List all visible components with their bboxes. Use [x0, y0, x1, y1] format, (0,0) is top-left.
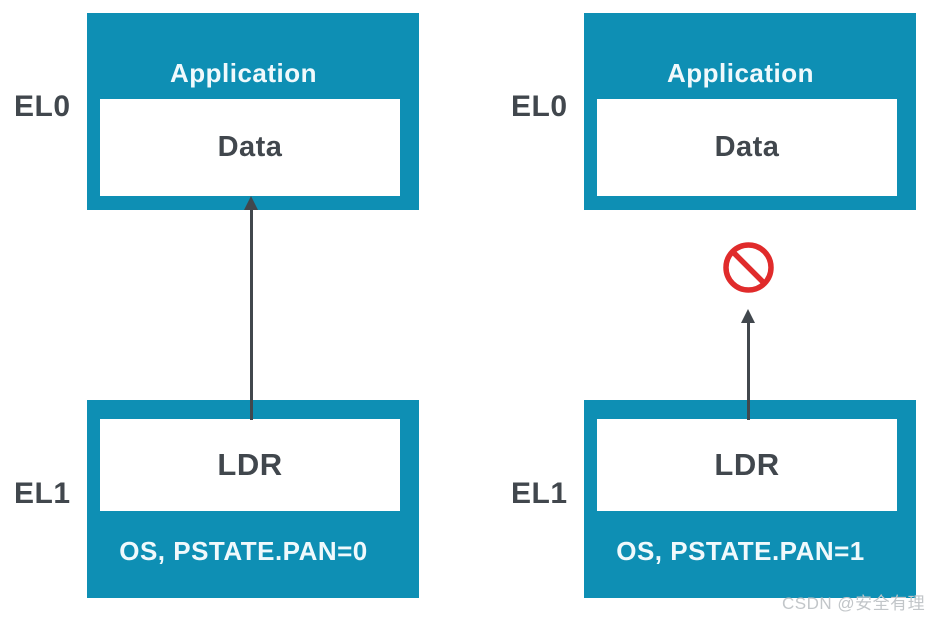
application-box: Application Data — [584, 13, 916, 210]
ldr-box: LDR — [597, 419, 897, 511]
data-box-label: Data — [714, 131, 780, 163]
application-box: Application Data — [87, 13, 419, 210]
data-box: Data — [597, 99, 897, 196]
os-pstate-label: OS, PSTATE.PAN=1 — [616, 536, 865, 566]
el1-label: EL1 — [511, 477, 568, 510]
panel-pan0: EL0 EL1 Application Data LDR OS, PSTATE.… — [0, 0, 437, 618]
os-box: LDR OS, PSTATE.PAN=0 — [87, 400, 419, 598]
os-box: LDR OS, PSTATE.PAN=1 — [584, 400, 916, 598]
arrow-shaft — [746, 320, 750, 420]
ldr-box-label: LDR — [217, 447, 283, 482]
el0-label: EL0 — [14, 90, 71, 123]
application-box-title: Application — [169, 58, 318, 88]
arrow-shaft — [249, 207, 253, 420]
ldr-box-label: LDR — [714, 447, 780, 482]
panel-pan1: EL0 EL1 Application Data LDR OS, PSTATE.… — [497, 0, 934, 618]
os-pstate-label: OS, PSTATE.PAN=0 — [119, 536, 368, 566]
memory-access-arrow-blocked — [740, 309, 756, 420]
arrow-head-icon — [741, 309, 755, 323]
memory-access-arrow — [243, 196, 259, 420]
data-box-label: Data — [217, 131, 283, 163]
el0-label: EL0 — [511, 90, 568, 123]
data-box: Data — [100, 99, 400, 196]
prohibition-icon — [722, 241, 775, 294]
csdn-watermark: CSDN @安全有理 — [782, 594, 926, 613]
application-box-title: Application — [666, 58, 815, 88]
el1-label: EL1 — [14, 477, 71, 510]
ldr-box: LDR — [100, 419, 400, 511]
arrow-head-icon — [244, 196, 258, 210]
